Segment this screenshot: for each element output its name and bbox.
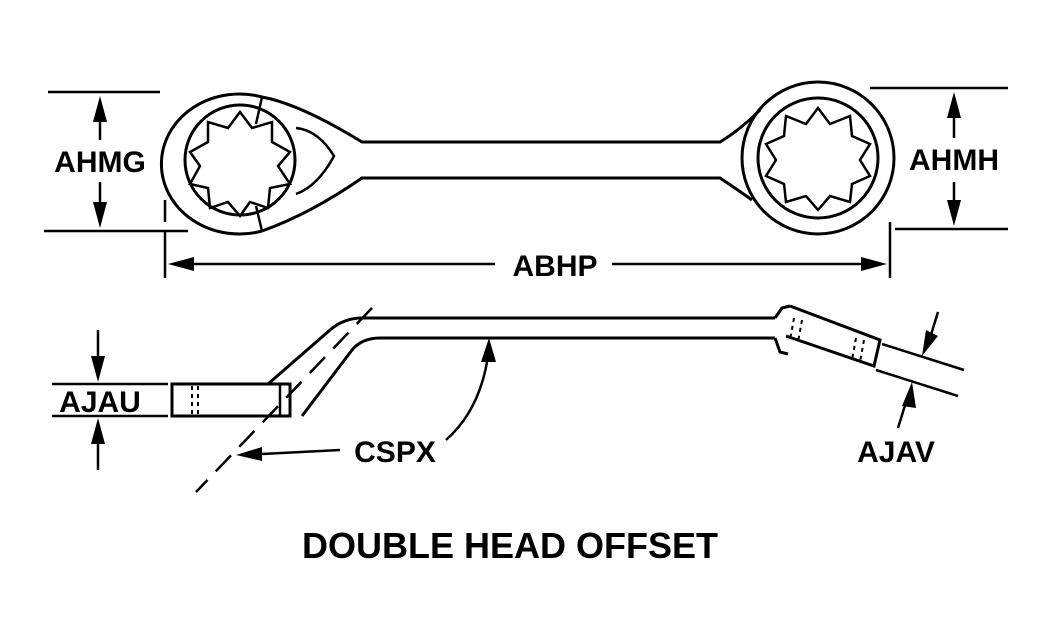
left-head-side [170,382,292,418]
right-twelve-point-opening [764,105,872,212]
abhp-label: ABHP [512,250,597,283]
left-twelve-point-opening [188,109,293,219]
ajav-label: AJAV [857,436,935,469]
ahmg-dimension: AHMG [44,90,188,233]
side-view: AJAU CSPX AJAV [52,304,965,493]
ajau-label: AJAU [59,386,141,419]
ahmg-label: AHMG [54,146,146,179]
ahmh-dimension: AHMH [870,86,1008,231]
ajau-dimension: AJAU [52,330,168,470]
offset-reference-line [195,307,373,493]
top-view: AHMG AHMH ABHP [44,80,1008,283]
handle-plan [261,95,762,233]
right-box-end [740,80,896,236]
diagram-title: DOUBLE HEAD OFFSET [302,525,718,566]
cspx-leader: CSPX [236,338,496,469]
left-box-end [159,92,297,236]
ajav-dimension: AJAV [857,311,965,469]
shank-side [267,304,882,417]
ahmh-label: AHMH [909,144,999,177]
cspx-label: CSPX [354,436,436,469]
abhp-dimension: ABHP [163,200,892,283]
